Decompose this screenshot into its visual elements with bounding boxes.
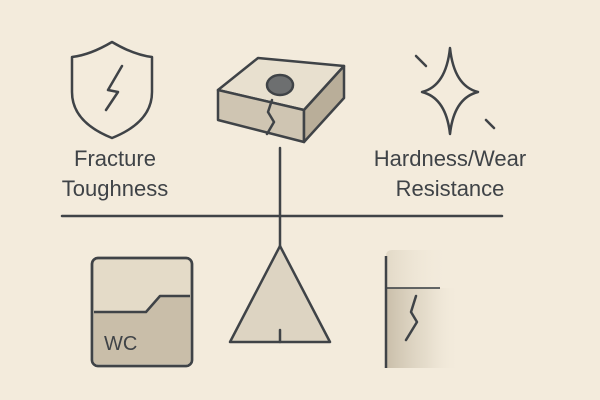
shield-crack-icon	[70, 40, 154, 140]
balance-beam	[60, 146, 504, 248]
cracked-block-face-icon	[384, 250, 460, 368]
sparkle-icon	[414, 46, 496, 136]
cracked-insert-block-icon	[216, 56, 346, 144]
fracture-toughness-line-1: Fracture	[74, 146, 156, 171]
fracture-toughness-label: Fracture Toughness	[40, 144, 190, 204]
hardness-wear-line-2: Resistance	[395, 176, 505, 201]
hardness-wear-line-1: Hardness/Wear	[373, 146, 527, 171]
triangle-fulcrum-icon	[228, 244, 332, 344]
hardness-wear-resistance-label: Hardness/Wear Resistance	[355, 144, 545, 204]
fracture-toughness-line-2: Toughness	[61, 176, 169, 201]
wc-tile-label: WC	[104, 333, 137, 355]
wc-tile-icon: WC	[90, 256, 194, 368]
